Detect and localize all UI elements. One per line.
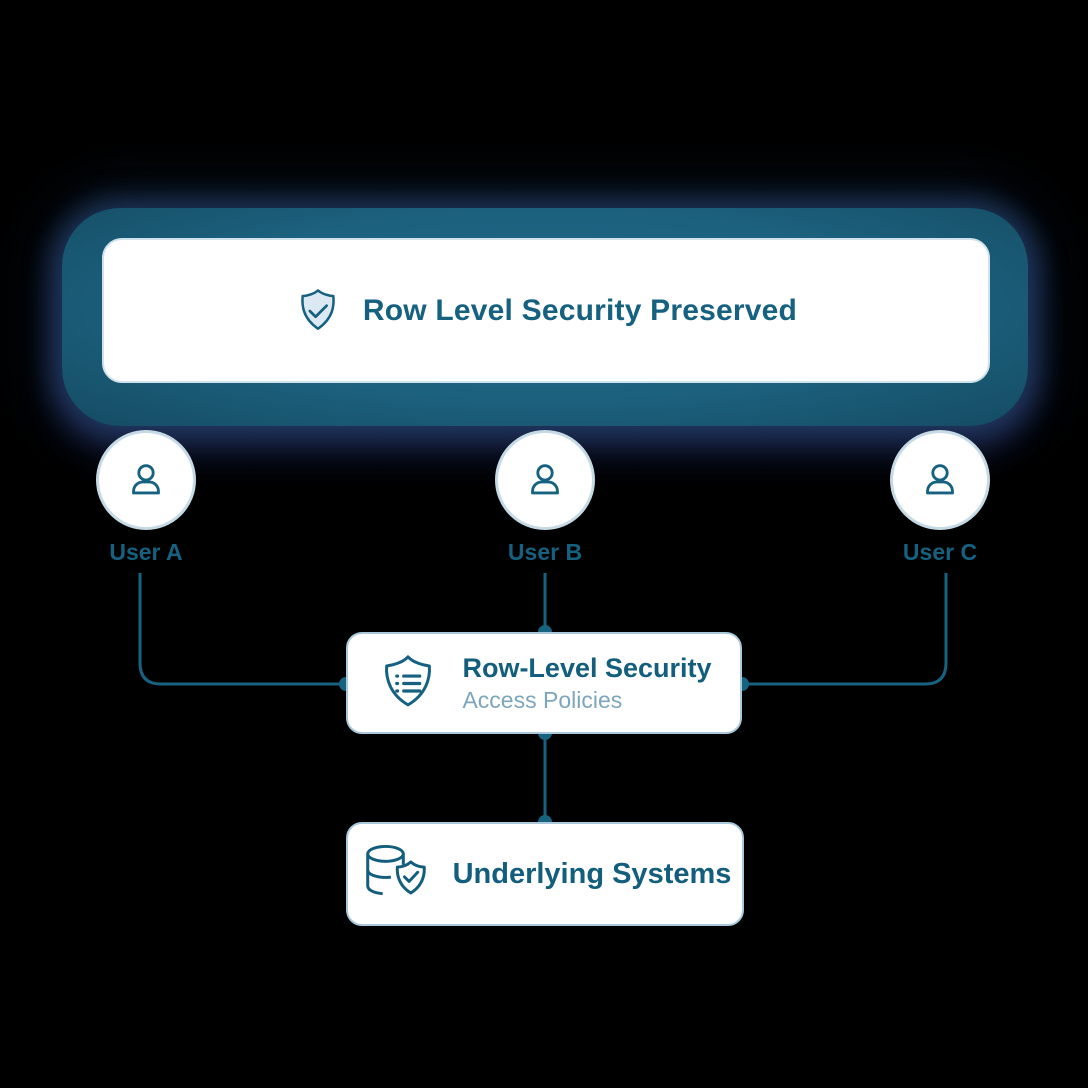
user-c-node bbox=[890, 430, 990, 530]
policy-card: Row-Level Security Access Policies bbox=[346, 632, 742, 734]
user-a-label: User A bbox=[109, 539, 183, 565]
user-c-label: User C bbox=[902, 539, 978, 565]
user-a-node bbox=[96, 430, 196, 530]
connector-user-c bbox=[742, 573, 948, 686]
systems-title: Underlying Systems bbox=[452, 857, 732, 890]
person-icon bbox=[926, 464, 954, 495]
person-icon bbox=[132, 464, 160, 495]
database-shield-icon bbox=[365, 844, 426, 896]
policy-title: Row-Level Security bbox=[462, 652, 712, 683]
user-b-node bbox=[495, 430, 595, 530]
systems-card: Underlying Systems bbox=[346, 822, 744, 926]
banner: Row Level Security Preserved bbox=[62, 208, 1028, 426]
person-icon bbox=[531, 464, 559, 495]
shield-list-icon bbox=[385, 655, 432, 707]
banner-title: Row Level Security Preserved bbox=[362, 293, 798, 327]
connector-user-a bbox=[138, 573, 346, 686]
shield-check-icon bbox=[301, 288, 335, 330]
user-b-label: User B bbox=[507, 539, 583, 565]
banner-inner-panel: Row Level Security Preserved bbox=[102, 238, 990, 383]
policy-subtitle: Access Policies bbox=[462, 686, 623, 713]
